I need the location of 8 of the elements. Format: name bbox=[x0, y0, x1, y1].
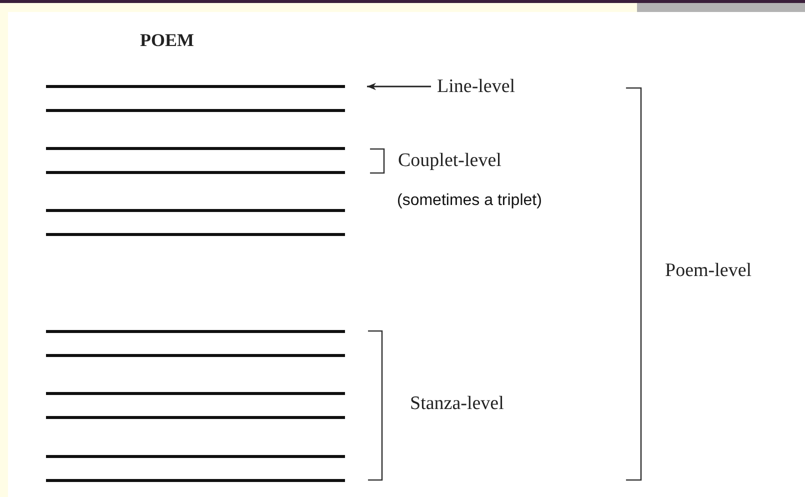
note-text: (sometimes a triplet) bbox=[397, 192, 542, 210]
poem-line bbox=[46, 85, 345, 88]
level-label: Line-level bbox=[437, 76, 516, 98]
arrow bbox=[367, 82, 431, 90]
level-label: Poem-level bbox=[665, 260, 752, 282]
level-label: Couplet-level bbox=[398, 150, 502, 172]
level-label: Stanza-level bbox=[410, 393, 504, 415]
diagram-title: POEM bbox=[140, 30, 194, 51]
